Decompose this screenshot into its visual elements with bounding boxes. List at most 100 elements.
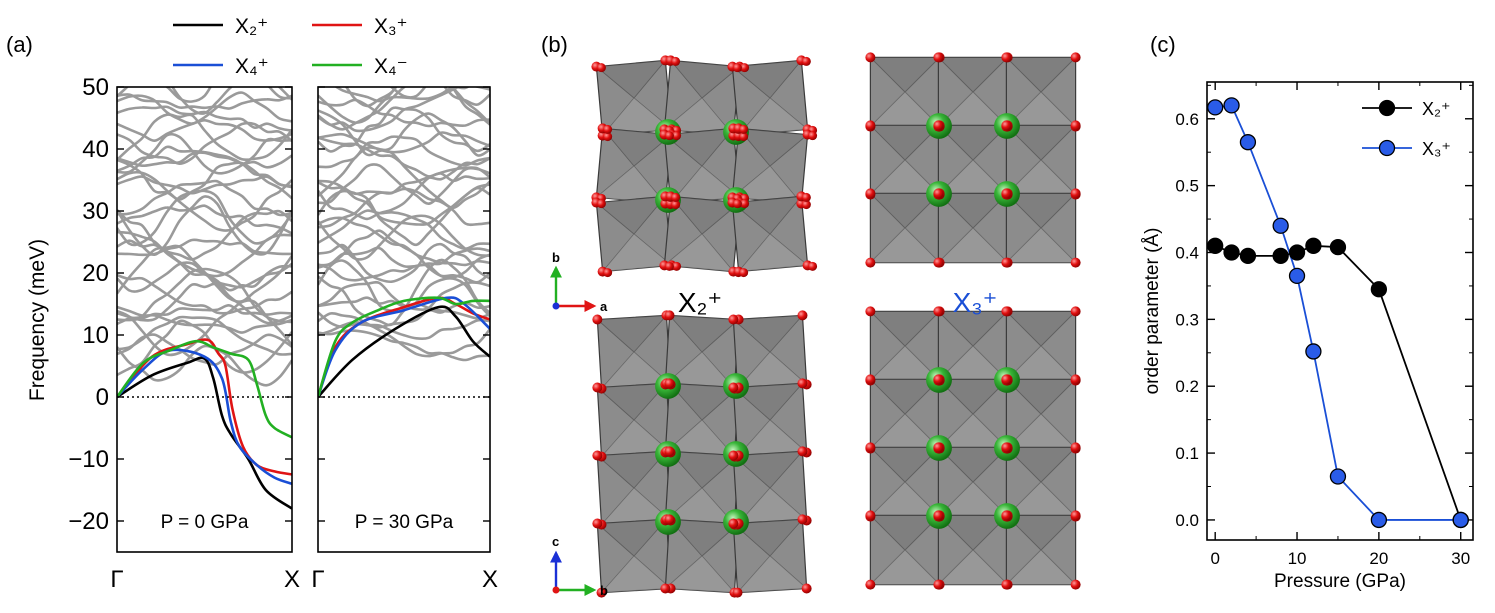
bulk-phonon-band xyxy=(344,87,490,108)
octahedron-edge xyxy=(1040,57,1076,93)
octahedron-face xyxy=(870,346,940,381)
bulk-phonon-band xyxy=(318,263,490,284)
octahedron-face xyxy=(938,92,1008,127)
oxygen-atom xyxy=(728,382,739,393)
octahedron-face xyxy=(602,234,672,272)
octahedron-face xyxy=(1006,311,1076,346)
oxygen-atom xyxy=(664,131,674,141)
bulk-phonon-band xyxy=(318,136,490,183)
data-point xyxy=(1272,247,1289,264)
data-point xyxy=(1272,217,1289,234)
octahedron-edge xyxy=(870,447,906,483)
bulk-phonon-band xyxy=(117,244,292,303)
y-axis-label: order parameter (Å) xyxy=(1142,228,1163,395)
octahedron-face xyxy=(601,556,671,593)
octahedron-face xyxy=(870,447,940,482)
octahedron-face xyxy=(870,125,940,160)
octahedron-edge xyxy=(870,379,906,415)
bulk-phonon-band xyxy=(318,312,490,358)
octahedron-face xyxy=(664,128,734,166)
octahedron-edge xyxy=(769,196,802,235)
bulk-phonon-band xyxy=(117,267,292,326)
octahedron-face xyxy=(1006,92,1076,127)
octahedron-edge xyxy=(1040,447,1076,483)
bulk-phonon-band xyxy=(117,118,292,142)
oxygen-atom xyxy=(797,514,808,525)
oxygen-atom xyxy=(739,268,749,278)
octahedron-edge xyxy=(938,57,974,93)
structure-view xyxy=(591,55,818,278)
oxygen-atom xyxy=(603,132,613,142)
oxygen-atom xyxy=(732,587,743,598)
oxygen-atom xyxy=(592,382,603,393)
bulk-phonon-band xyxy=(318,146,490,210)
oxygen-atom xyxy=(596,199,606,209)
axis-origin xyxy=(552,302,560,310)
oxygen-atom xyxy=(933,510,944,521)
octahedron-face xyxy=(665,420,735,457)
oxygen-atom xyxy=(732,199,742,209)
octahedron-edge xyxy=(972,57,1008,93)
y-tick-label: 0.6 xyxy=(1175,110,1199,129)
legend-marker xyxy=(1378,99,1396,117)
octahedron-face xyxy=(1006,550,1076,585)
bulk-phonon-band xyxy=(117,273,292,315)
bulk-phonon-band xyxy=(318,87,490,126)
oxygen-atom xyxy=(596,587,607,598)
oxygen-atom xyxy=(933,52,944,63)
x-tick-label: Γ xyxy=(110,566,123,593)
oxygen-atom xyxy=(671,192,681,202)
oxygen-atom xyxy=(592,518,603,529)
oxygen-atom xyxy=(865,442,876,453)
bulk-phonon-band xyxy=(318,242,490,284)
data-point xyxy=(1207,237,1224,254)
bulk-phonon-band xyxy=(117,170,292,232)
oxygen-atom xyxy=(728,450,739,461)
octahedron-edge xyxy=(669,315,703,353)
legend-label: X₂⁺ xyxy=(235,15,268,38)
oxygen-atom xyxy=(1070,306,1081,317)
octahedron-edge xyxy=(870,57,906,93)
oxygen-atom xyxy=(592,314,603,325)
data-point xyxy=(1207,99,1224,116)
octahedron-edge xyxy=(769,60,802,99)
bulk-phonon-band xyxy=(318,87,490,133)
bulk-phonon-band xyxy=(117,209,292,261)
octahedron-face xyxy=(938,414,1008,449)
mode-X2p xyxy=(318,305,490,398)
oxygen-atom xyxy=(603,124,613,134)
y-tick-label: 50 xyxy=(82,74,109,101)
oxygen-atom xyxy=(1001,442,1012,453)
oxygen-atom xyxy=(671,56,681,66)
oxygen-atom xyxy=(740,199,750,209)
octahedron-face xyxy=(664,234,734,272)
mode-X4m xyxy=(318,296,490,398)
order-legend: X₂⁺X₃⁺ xyxy=(1362,99,1451,159)
octahedron-face xyxy=(737,556,807,593)
bulk-phonon-band xyxy=(117,113,292,162)
oxygen-atom xyxy=(1070,510,1081,521)
y-tick-label: 0.1 xyxy=(1175,444,1199,463)
oxygen-atom xyxy=(1001,510,1012,521)
octahedron-face xyxy=(938,379,1008,414)
octahedron-face xyxy=(1006,379,1076,414)
oxygen-atom xyxy=(671,200,681,210)
oxygen-atom xyxy=(1001,374,1012,385)
phonon-curves xyxy=(318,87,490,398)
bulk-phonon-band xyxy=(318,163,490,205)
octahedron-edge xyxy=(633,315,667,353)
x-tick-label: 20 xyxy=(1369,549,1388,568)
octahedron-edge xyxy=(972,311,1008,347)
oxygen-atom xyxy=(865,52,876,63)
y-tick-label: 0 xyxy=(96,384,109,411)
octahedron-edge xyxy=(769,134,808,167)
octahedron-face xyxy=(596,60,666,98)
oxygen-atom xyxy=(1001,52,1012,63)
octahedron-face xyxy=(738,128,808,166)
octahedron-face xyxy=(601,488,671,525)
oxygen-atom xyxy=(740,63,750,73)
bulk-phonon-band xyxy=(117,189,292,247)
mode-X4p xyxy=(117,348,292,486)
oxygen-atom xyxy=(672,131,682,141)
